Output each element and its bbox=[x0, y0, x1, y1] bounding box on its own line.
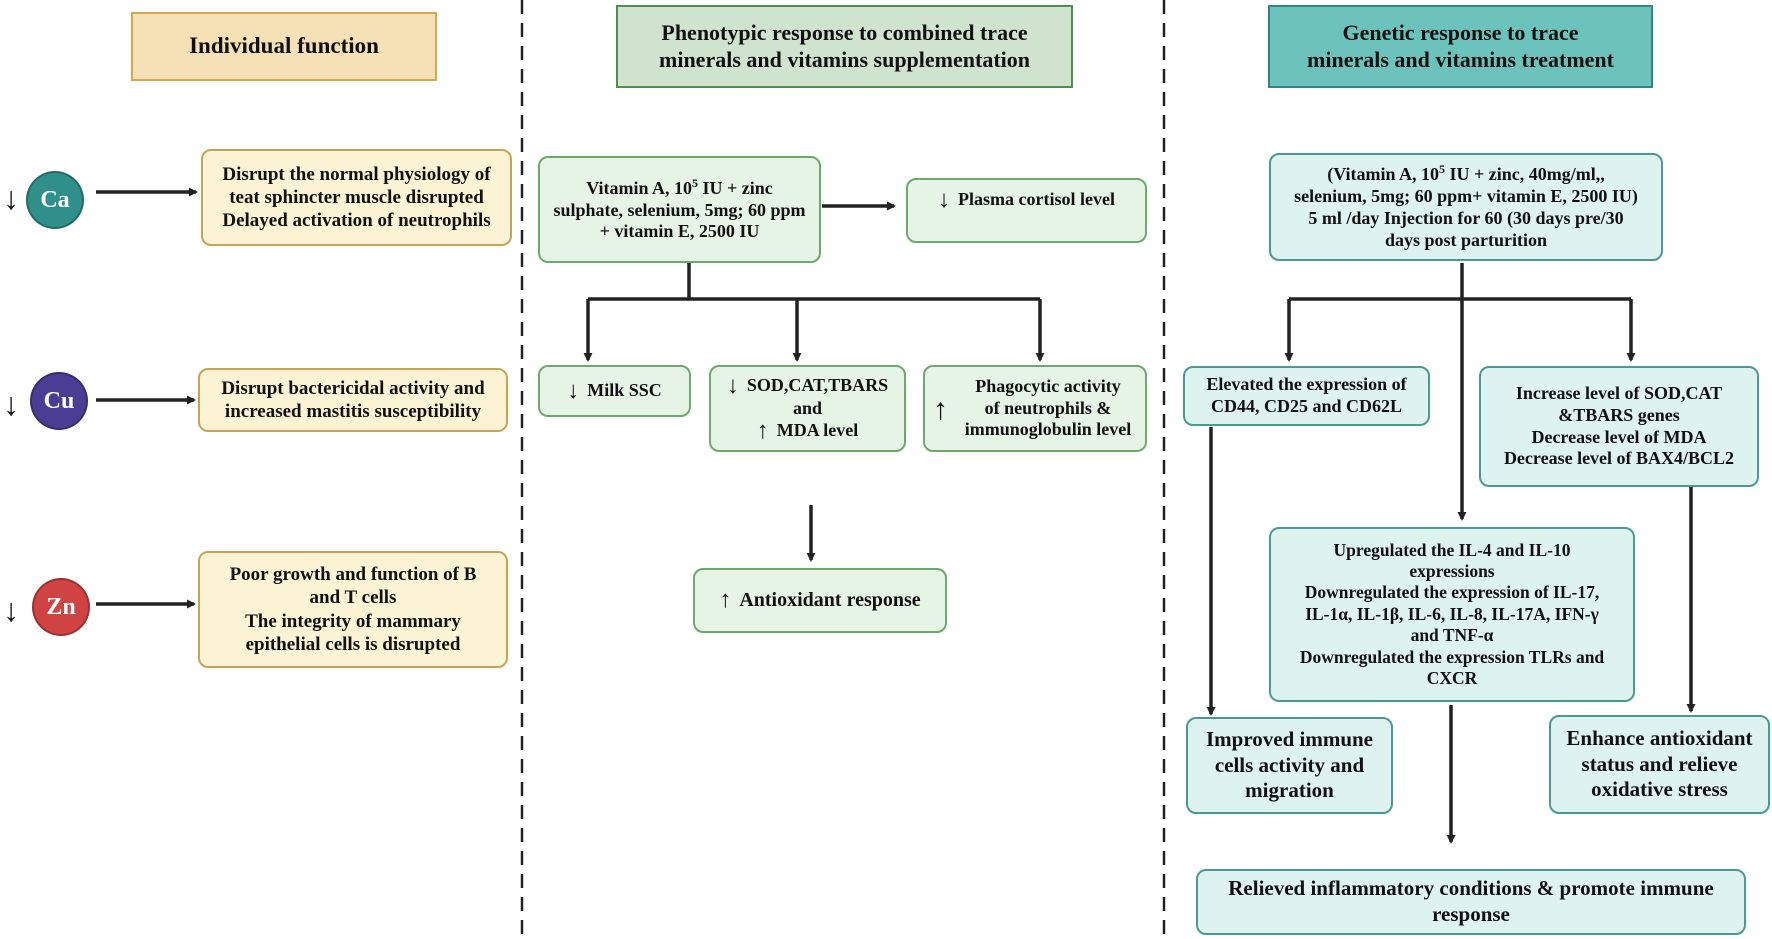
milk-ssc-box: ↓Milk SSC bbox=[538, 365, 691, 417]
down-arrow-zn-icon: ↓ bbox=[3, 592, 19, 629]
down-arrow-cu-icon: ↓ bbox=[3, 386, 19, 423]
enhance-antioxidant-box: Enhance antioxidant status and relieve o… bbox=[1549, 715, 1770, 814]
elevated-expression-box: Elevated the expression of CD44, CD25 an… bbox=[1183, 366, 1430, 426]
header-phenotypic-response: Phenotypic response to combined trace mi… bbox=[616, 5, 1073, 88]
header-genetic-response: Genetic response to trace minerals and v… bbox=[1268, 5, 1653, 88]
down-arrow-icon: ↓ bbox=[567, 378, 580, 404]
up-arrow-icon: ↑ bbox=[756, 418, 769, 445]
header-individual-function: Individual function bbox=[131, 12, 437, 81]
increase-level-box: Increase level of SOD,CAT &TBARS genes D… bbox=[1479, 366, 1759, 487]
phenotypic-treatment-box: Vitamin A, 105 IU + zinc sulphate, selen… bbox=[538, 156, 821, 263]
copper-deficiency-effects: Disrupt bactericidal activity and increa… bbox=[198, 368, 508, 432]
up-arrow-icon: ↑ bbox=[719, 587, 732, 614]
down-arrow-ca-icon: ↓ bbox=[3, 180, 19, 217]
improved-immune-box: Improved immune cells activity and migra… bbox=[1186, 717, 1393, 814]
interleukin-regulation-box: Upregulated the IL-4 and IL-10 expressio… bbox=[1269, 527, 1635, 702]
zinc-ion-icon: Zn bbox=[32, 578, 90, 636]
plasma-cortisol-box: ↓Plasma cortisol level bbox=[906, 178, 1147, 243]
zinc-deficiency-effects: Poor growth and function of B and T cell… bbox=[198, 551, 508, 668]
tree-treatment-split bbox=[687, 263, 1040, 301]
down-arrow-icon: ↓ bbox=[938, 187, 951, 213]
calcium-ion-icon: Ca bbox=[26, 171, 84, 229]
antioxidant-response-box: ↑Antioxidant response bbox=[693, 568, 947, 633]
genetic-treatment-box: (Vitamin A, 105 IU + zinc, 40mg/ml,, sel… bbox=[1269, 153, 1663, 261]
down-arrow-icon: ↓ bbox=[726, 372, 739, 399]
sod-cat-tbars-box: ↓SOD,CAT,TBARS and ↑MDA level bbox=[709, 365, 906, 452]
phagocytic-activity-box: ↑ Phagocytic activity of neutrophils & i… bbox=[923, 365, 1147, 452]
copper-ion-icon: Cu bbox=[30, 372, 88, 430]
calcium-deficiency-effects: Disrupt the normal physiology of teat sp… bbox=[201, 149, 512, 246]
up-arrow-icon: ↑ bbox=[933, 393, 948, 426]
relieved-inflammatory-box: Relieved inflammatory conditions & promo… bbox=[1196, 869, 1746, 935]
